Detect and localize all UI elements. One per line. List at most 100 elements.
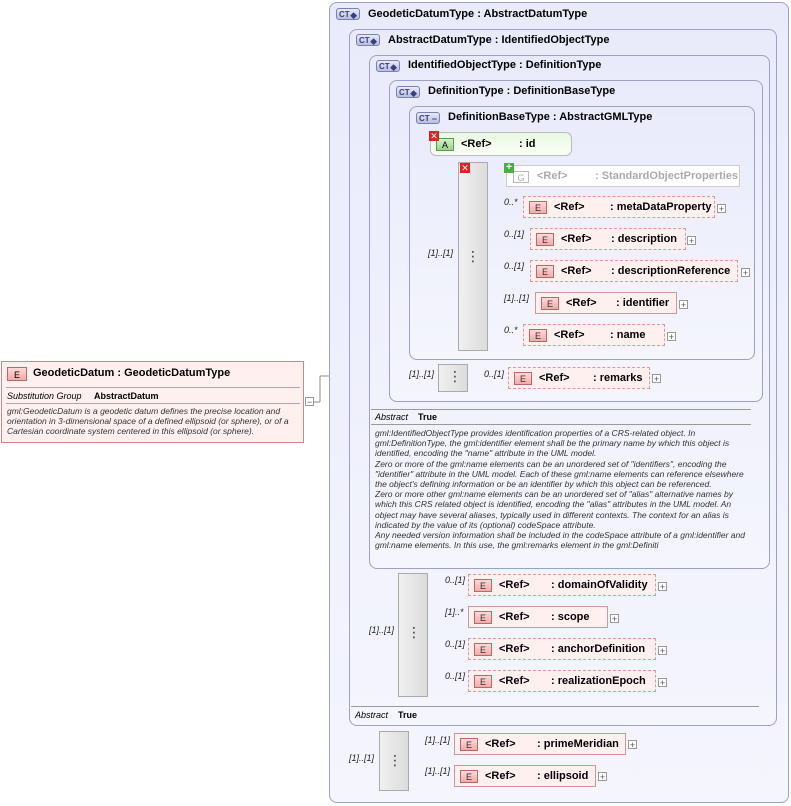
element-tag-icon: E: [460, 738, 478, 751]
collapse-toggle-icon[interactable]: −: [305, 397, 314, 407]
complex-type-icon: CT◆: [376, 60, 400, 72]
element-identifier[interactable]: E <Ref> : identifier: [535, 292, 677, 314]
complex-type-icon: CT◆: [396, 86, 420, 98]
identified-object-documentation: gml:IdentifiedObjectType provides identi…: [375, 428, 745, 551]
element-realizationepoch[interactable]: E <Ref> : realizationEpoch: [468, 670, 656, 692]
element-name: : realizationEpoch: [551, 675, 646, 687]
element-name: : metaDataProperty: [610, 201, 712, 213]
element-anchordefinition[interactable]: E <Ref> : anchorDefinition: [468, 638, 656, 660]
element-tag-icon: E: [529, 201, 547, 214]
expand-icon[interactable]: +: [658, 646, 667, 656]
abstract-divider: [371, 409, 751, 410]
expand-icon[interactable]: +: [741, 268, 750, 278]
element-cardinality: 0..*: [504, 325, 518, 335]
element-scope[interactable]: E <Ref> : scope: [468, 606, 608, 628]
substitution-group-value: AbstractDatum: [94, 391, 159, 401]
element-primemeridian[interactable]: E <Ref> : primeMeridian: [454, 733, 626, 755]
attribute-id[interactable]: A <Ref> : id: [430, 132, 572, 156]
abstract-divider: [351, 706, 759, 707]
element-name: : scope: [551, 611, 590, 623]
element-name: : remarks: [593, 372, 643, 384]
group-ref: <Ref>: [537, 170, 568, 182]
element-name: : description: [611, 233, 678, 245]
sequence-icon: ⋮: [448, 368, 462, 384]
element-name: : descriptionReference: [611, 265, 731, 277]
element-ref: <Ref>: [561, 265, 592, 277]
expand-icon[interactable]: +: [667, 332, 676, 342]
title-divider: [6, 387, 300, 388]
element-cardinality: 0..[1]: [504, 229, 525, 239]
element-tag-icon: E: [541, 297, 559, 310]
element-name: : ellipsoid: [537, 770, 589, 782]
element-ref: <Ref>: [499, 579, 530, 591]
element-cardinality: 0..[1]: [484, 369, 505, 379]
sequence-icon: ⋮: [466, 248, 480, 264]
element-cardinality: [1]..*: [445, 607, 464, 617]
attribute-name: : id: [519, 138, 536, 150]
sequence-cardinality: [1]..[1]: [349, 753, 375, 763]
element-cardinality: 0..[1]: [445, 671, 466, 681]
element-ellipsoid[interactable]: E <Ref> : ellipsoid: [454, 765, 596, 787]
element-descriptionreference[interactable]: E <Ref> : descriptionReference: [530, 260, 738, 282]
prohibited-icon: ✕: [460, 163, 470, 173]
element-cardinality: 0..[1]: [445, 639, 466, 649]
group-name: : StandardObjectProperties: [595, 170, 739, 182]
element-ref: <Ref>: [561, 233, 592, 245]
group-standard-object-properties[interactable]: G <Ref> : StandardObjectProperties: [506, 165, 740, 187]
element-tag-icon: E: [460, 770, 478, 783]
sequence-icon: ⋮: [388, 752, 402, 768]
attribute-ref: <Ref>: [461, 138, 492, 150]
element-tag-icon: E: [474, 579, 492, 592]
complex-type-icon: CT−: [416, 112, 440, 124]
element-cardinality: 0..[1]: [445, 575, 466, 585]
element-description[interactable]: E <Ref> : description: [530, 228, 686, 250]
element-ref: <Ref>: [485, 770, 516, 782]
element-name: : name: [610, 329, 646, 341]
element-metadataproperty[interactable]: E <Ref> : metaDataProperty: [523, 196, 715, 218]
element-name: : identifier: [616, 297, 670, 309]
sequence-cardinality: [1]..[1]: [409, 369, 435, 379]
definition-base-type-title: DefinitionBaseType : AbstractGMLType: [448, 111, 653, 123]
element-cardinality: 0..[1]: [504, 261, 525, 271]
element-name: : domainOfValidity: [551, 579, 648, 591]
element-tag-icon: E: [474, 611, 492, 624]
expand-icon[interactable]: +: [717, 204, 726, 214]
sequence-compositor[interactable]: [398, 573, 428, 697]
sequence-compositor[interactable]: [438, 364, 468, 392]
expand-icon[interactable]: +: [679, 300, 688, 310]
sequence-cardinality: [1]..[1]: [369, 625, 395, 635]
expand-icon[interactable]: +: [652, 374, 661, 384]
expand-icon[interactable]: +: [610, 614, 619, 624]
abstract-value: True: [398, 710, 418, 720]
expand-icon[interactable]: +: [658, 678, 667, 688]
identified-object-type-title: IdentifiedObjectType : DefinitionType: [408, 59, 602, 71]
prohibited-icon: ✕: [429, 131, 439, 141]
attribute-tag-icon: A: [436, 138, 454, 151]
element-tag-icon: E: [474, 643, 492, 656]
complex-type-icon: CT◆: [356, 34, 380, 46]
element-tag-icon: E: [514, 372, 532, 385]
sequence-compositor[interactable]: [379, 731, 409, 791]
element-tag-icon: E: [7, 367, 27, 381]
element-domainofvalidity[interactable]: E <Ref> : domainOfValidity: [468, 574, 656, 596]
element-cardinality: [1]..[1]: [425, 735, 451, 745]
abstract-label: Abstract: [375, 412, 409, 422]
element-tag-icon: E: [536, 233, 554, 246]
element-tag-icon: E: [536, 265, 554, 278]
element-name: : primeMeridian: [537, 738, 619, 750]
root-element-box[interactable]: E GeodeticDatum : GeodeticDatumType Subs…: [1, 361, 304, 443]
doc-divider: [6, 403, 300, 404]
substitution-group-label: Substitution Group: [7, 391, 82, 401]
geodetic-datum-type-title: GeodeticDatumType : AbstractDatumType: [368, 8, 588, 20]
element-cardinality: 0..*: [504, 197, 518, 207]
element-tag-icon: E: [529, 329, 547, 342]
expand-icon[interactable]: +: [658, 582, 667, 592]
element-name-item[interactable]: E <Ref> : name: [523, 324, 665, 346]
element-remarks[interactable]: E <Ref> : remarks: [508, 367, 650, 389]
sequence-compositor[interactable]: [458, 162, 488, 351]
expand-icon[interactable]: +: [598, 772, 607, 782]
expand-icon[interactable]: +: [628, 740, 637, 750]
element-ref: <Ref>: [499, 611, 530, 623]
expand-icon[interactable]: +: [687, 236, 696, 246]
element-ref: <Ref>: [539, 372, 570, 384]
